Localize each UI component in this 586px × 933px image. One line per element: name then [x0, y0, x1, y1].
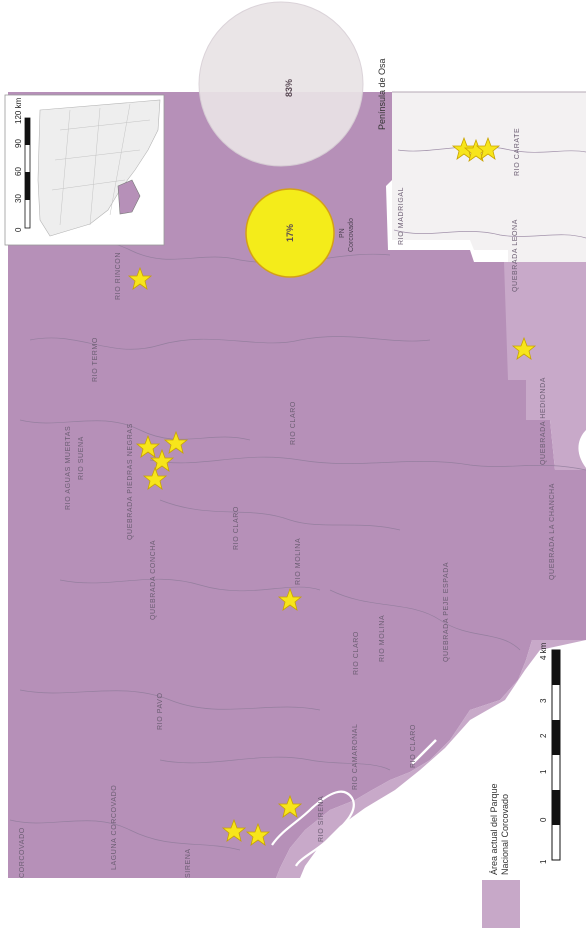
inset-scale-0: 0 — [14, 227, 23, 232]
label-rio-claro-2: RIO CLARO — [233, 506, 240, 550]
label-quebrada-peje-espada: QUEBRADA PEJE ESPADA — [443, 562, 450, 662]
label-rio-claro-3: RIO CLARO — [353, 631, 360, 675]
star-marker — [163, 430, 189, 454]
star-marker — [245, 822, 271, 846]
star-marker — [277, 794, 303, 818]
lagoon-mark — [411, 739, 437, 765]
inset-scale-120: 120 km — [14, 97, 23, 124]
label-quebrada-hedionda: QUEBRADA HEDIONDA — [540, 377, 547, 465]
label-laguna-corcovado: LAGUNA CORCOVADO — [111, 785, 118, 870]
label-rio-molina-2: RIO MOLINA — [379, 615, 386, 662]
trail-line — [271, 790, 355, 867]
label-corcovado: CORCOVADO — [19, 827, 26, 878]
pn-label: PN — [339, 228, 346, 238]
legend-label-line2: Nacional Corcovado — [500, 794, 510, 875]
scale-tick-3: 3 — [539, 698, 548, 703]
inset-scale-60: 60 — [14, 167, 23, 176]
pie-large-pct: 83% — [284, 79, 294, 97]
inset-map: 0 30 60 90 120 km — [4, 94, 165, 246]
label-rio-claro-1: RIO CLARO — [290, 401, 297, 445]
scale-tick-2: 2 — [539, 733, 548, 738]
inset-highlight — [117, 179, 141, 215]
label-rio-rincon: RIO RINCON — [115, 252, 122, 300]
label-rio-carate: RIO CARATE — [514, 128, 521, 176]
label-rio-aguas-muertas: RIO AGUAS MUERTAS — [65, 426, 72, 510]
legend: Área actual del Parque Nacional Corcovad… — [482, 783, 520, 928]
star-marker — [135, 434, 161, 458]
star-marker — [511, 336, 537, 360]
label-quebrada-la-chancha: QUEBRADA LA CHANCHA — [549, 483, 556, 580]
legend-swatch — [482, 880, 520, 928]
sighting-stars — [127, 136, 537, 846]
label-quebrada-leona: QUEBRADA LEONA — [512, 219, 519, 292]
scale-tick-1-left: 1 — [539, 859, 548, 864]
label-rio-suena: RIO SUENA — [78, 436, 85, 480]
label-rio-camaronal: RIO CAMARONAL — [352, 723, 359, 790]
river-labels: RIO CARATE RIO MADRIGAL QUEBRADA LEONA Q… — [19, 128, 556, 878]
park-area — [8, 92, 586, 878]
label-rio-madrigal: RIO MADRIGAL — [398, 187, 405, 245]
scale-tick-1: 1 — [539, 769, 548, 774]
scale-bar: 1 0 1 2 3 4 km — [539, 642, 561, 864]
star-marker — [475, 136, 501, 160]
star-marker — [127, 266, 153, 290]
label-quebrada-concha: QUEBRADA CONCHA — [150, 540, 157, 620]
label-rio-termo: RIO TERMO — [92, 337, 99, 382]
outside-park-area — [392, 92, 586, 262]
star-marker — [221, 818, 247, 842]
corcovado-label: Corcovado — [348, 218, 355, 252]
label-rio-sirena: RIO SIRENA — [318, 796, 325, 842]
star-marker — [451, 136, 477, 160]
star-marker — [277, 587, 303, 611]
pie-small-slice: 17% — [245, 188, 335, 278]
label-rio-pavo: RIO PAVO — [157, 692, 164, 730]
inset-scale-90: 90 — [14, 139, 23, 148]
label-rio-molina-1: RIO MOLINA — [295, 538, 302, 585]
scale-tick-0: 0 — [539, 817, 548, 822]
scale-tick-4km: 4 km — [539, 642, 548, 660]
star-marker — [142, 466, 168, 490]
label-sirena: SIRENA — [185, 848, 192, 878]
label-rio-claro-4: RIO CLARO — [410, 724, 417, 768]
peninsula-label: Península de Osa — [377, 58, 387, 130]
pie-small-pct: 17% — [285, 224, 295, 242]
inset-scale-30: 30 — [14, 194, 23, 203]
coastal-strip — [276, 262, 586, 878]
star-marker — [149, 448, 175, 472]
legend-label-line1: Área actual del Parque — [489, 783, 499, 875]
label-quebrada-piedras-negras: QUEBRADA PIEDRAS NEGRAS — [127, 423, 134, 540]
pie-large-slice: 83% — [198, 1, 364, 167]
